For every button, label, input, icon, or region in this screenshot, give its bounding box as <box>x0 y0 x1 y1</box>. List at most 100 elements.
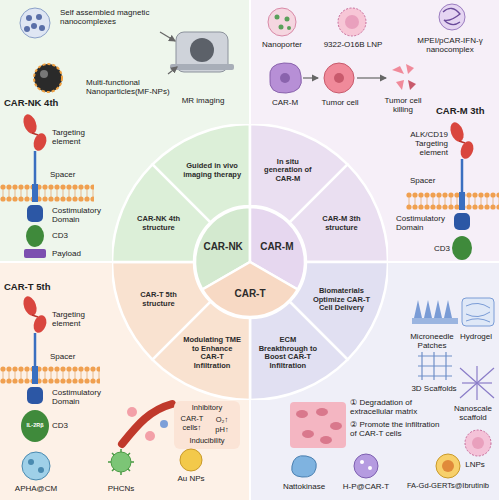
segment-label: CAR-NK 4th structure <box>129 215 189 232</box>
cell-membrane <box>0 366 100 384</box>
annotation-label: Spacer <box>50 170 100 179</box>
cd3-domain <box>21 410 49 442</box>
arrow <box>168 67 177 74</box>
segment-label: CAR-T <box>226 288 274 300</box>
tumor-cell <box>324 63 354 93</box>
divider <box>388 261 499 263</box>
segment-label: CAR-NK <box>199 241 247 253</box>
annotation-label: Microneedle Patches <box>404 332 460 350</box>
gold-nanoparticle <box>180 449 202 471</box>
annotation-label: Nattokinase <box>272 482 336 491</box>
annotation-label: Costimulatory Domain <box>52 388 116 406</box>
apha-icon <box>22 452 50 480</box>
annotation-label: CD3 <box>52 421 82 430</box>
tumor-vessel <box>122 404 172 444</box>
car-receptor <box>448 121 476 230</box>
segment-label: CAR-M 3th structure <box>311 215 371 232</box>
annotation-label: MPEI/pCAR-IFN-γ nanocomplex <box>404 36 496 54</box>
annotation-label: Spacer <box>410 176 450 185</box>
nanocomplex-icon <box>20 8 50 38</box>
annotation-label: Spacer <box>50 352 100 361</box>
arrow <box>357 77 386 78</box>
lnp-icon <box>465 430 491 456</box>
nano-scaffold-icon <box>460 366 494 400</box>
annotation-label: Costimulatory Domain <box>52 206 116 224</box>
text-ground <box>174 401 240 449</box>
segment-shape <box>112 124 388 400</box>
phcn-icon <box>108 449 134 475</box>
divider <box>0 261 112 263</box>
segment-label: ECM Breakthrough to Boost CAR-T Infiltra… <box>258 336 318 371</box>
fa-gd-gerts-icon <box>436 454 460 478</box>
annotation-label: Nanoscale scaffold <box>450 404 496 422</box>
lnp-icon <box>338 8 366 36</box>
nattokinase-icon <box>292 456 317 477</box>
tissue-ecm <box>290 402 346 448</box>
annotation-label: ① Degradation of extracellular matrix <box>350 398 442 416</box>
nanocomplex-icon <box>439 4 465 30</box>
tumor-killing <box>392 64 416 90</box>
nanoporter-icon <box>268 8 296 36</box>
segment-label: CAR-M <box>253 241 301 253</box>
annotation-label: Hydrogel <box>456 332 496 341</box>
annotation-label: CAR-M <box>264 98 306 107</box>
segment-outline <box>250 302 348 400</box>
mf-nanoparticle-icon <box>34 64 62 92</box>
annotation-label: ② Promote the infiltration of CAR-T cell… <box>350 420 442 438</box>
cd3-domain <box>26 225 44 247</box>
annotation-label: APHA@CM <box>6 484 66 493</box>
annotation-label: CD3 <box>420 244 450 253</box>
annotation-label: Inhibitory <box>178 404 236 413</box>
annotation-label: Targeting element <box>52 128 102 146</box>
annotation-label: Nanoporter <box>252 40 312 49</box>
cell-membrane <box>406 192 499 210</box>
divider <box>249 400 251 500</box>
mri-scanner <box>170 32 234 72</box>
segment-outline <box>112 164 210 262</box>
annotation-label: Inducibility <box>178 437 236 446</box>
annotation-label: Au NPs <box>168 474 214 483</box>
segment-label: CAR-T 5th structure <box>129 291 189 308</box>
annotation-label: 3D Scaffolds <box>406 384 462 393</box>
cell-membrane <box>0 184 94 202</box>
car-macrophage <box>270 63 302 93</box>
annotation-label: pH↑ <box>208 426 236 435</box>
segment-label: In situ generation of CAR-M <box>258 158 318 184</box>
arrow <box>160 32 175 41</box>
cd3-domain <box>452 236 472 260</box>
scaffold-icon <box>418 352 452 380</box>
car-receptor <box>21 295 49 404</box>
annotation-label: LNPs <box>454 460 496 469</box>
annotation-label: CAR-NK 4th <box>4 98 84 109</box>
annotation-label: CAR-T cells↑ <box>176 415 208 432</box>
annotation-label: FA-Gd-GERTs@Ibrutinib <box>400 482 496 491</box>
annotation-label: CAR-M 3th <box>436 106 496 117</box>
divider <box>249 0 251 124</box>
segment-outline <box>112 262 210 360</box>
annotation-label: Self assembled magnetic nanocomplexes <box>60 8 166 26</box>
annotation-label: CAR-T 5th <box>4 282 84 293</box>
payload-domain <box>24 249 46 258</box>
annotation-label: H-P@CAR-T <box>336 482 396 491</box>
annotation-label: CD3 <box>52 231 92 240</box>
annotation-label: ALK/CD19 Targeting element <box>396 130 448 158</box>
annotation-label: Multi-functional Nanoparticles(MF-NPs) <box>86 78 176 96</box>
arrow <box>303 77 318 78</box>
annotation-label: 9322-O16B LNP <box>320 40 386 49</box>
annotation-label: PHCNs <box>96 484 146 493</box>
segment-label: Guided in vivo imaging therapy <box>182 162 242 179</box>
annotation-label: Payload <box>52 249 102 258</box>
segment-outline <box>290 164 388 262</box>
annotation-label: Tumor cell <box>314 98 366 107</box>
segment-label: Biomaterials Optimize CAR-T Cell Deliver… <box>311 287 371 313</box>
hydrogel-icon <box>462 298 494 326</box>
annotation-label: Targeting element <box>52 310 102 328</box>
car-receptor <box>21 113 49 222</box>
annotation-label: Costimulatory Domain <box>396 214 454 232</box>
hp-car-t-icon <box>354 454 378 478</box>
segment-label: Modulating TME to Enhance CAR-T Infiltra… <box>183 336 241 371</box>
ring-segment: CAR-NK 4th structure <box>112 124 388 400</box>
microneedle-icon <box>412 300 458 324</box>
annotation-label: MR imaging <box>168 96 238 105</box>
annotation-label: Tumor cell killing <box>380 96 426 114</box>
